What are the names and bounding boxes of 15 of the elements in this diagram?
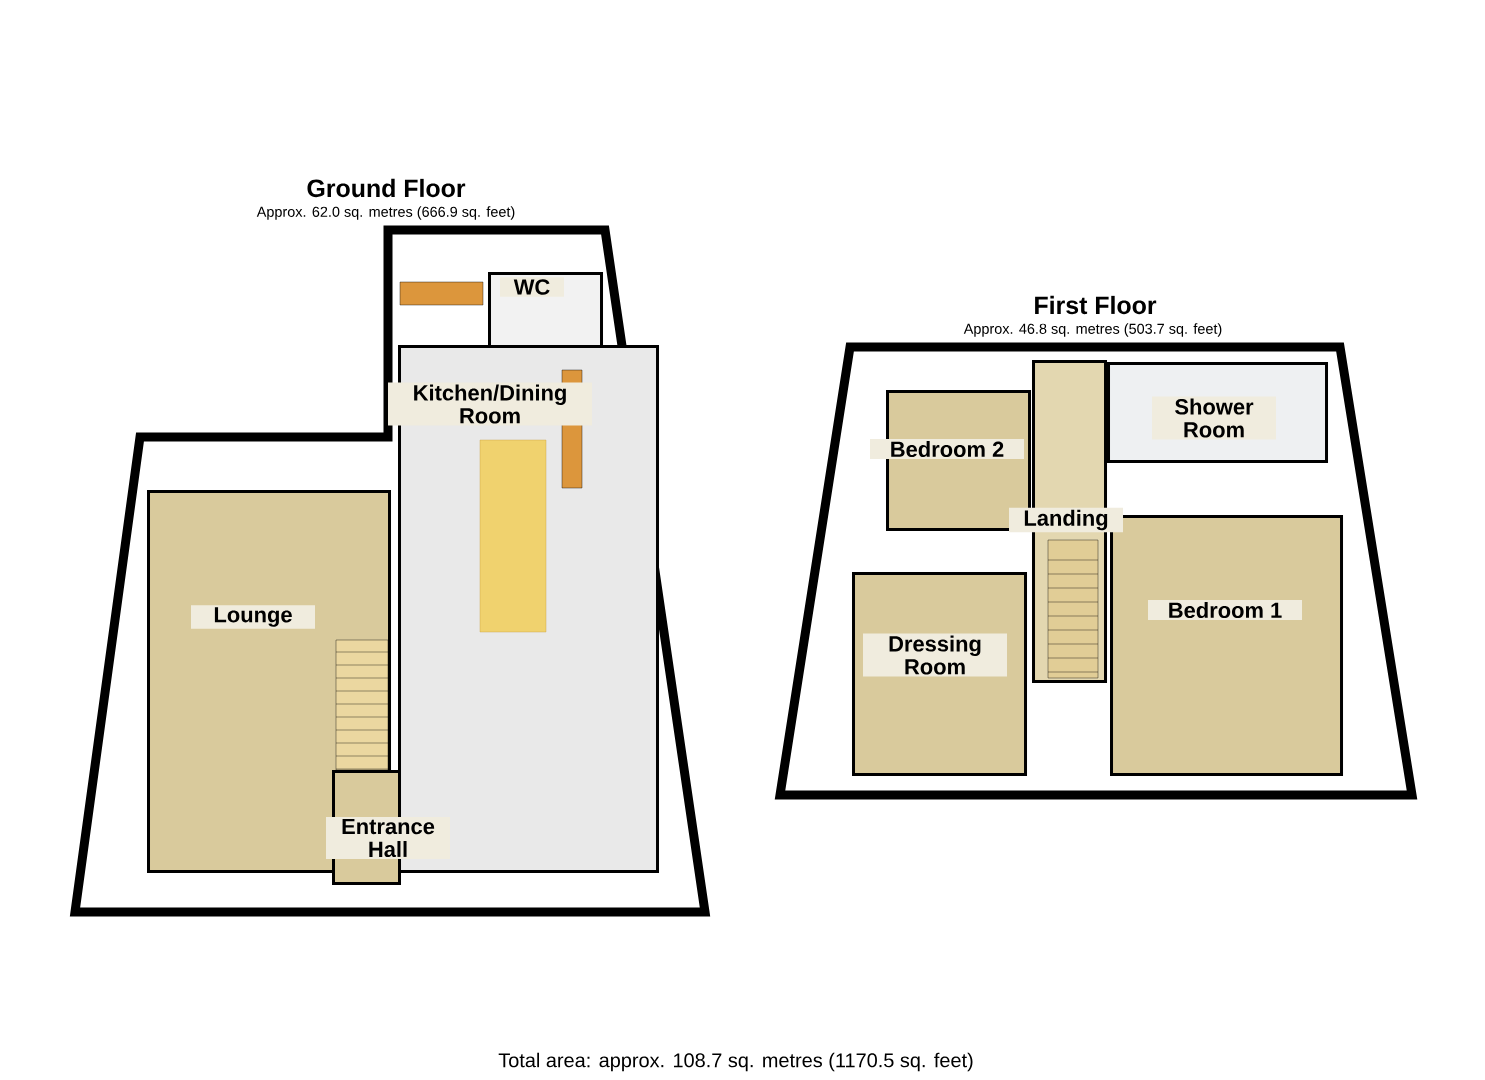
room-label: Kitchen/Dining Room [388,382,592,426]
room-label: WC [500,277,564,297]
floor-area: Approx. 62.0 sq. metres (666.9 sq. feet) [256,206,515,220]
caption: Total area: approx. 108.7 sq. metres (1170.5 sq. feet) [498,1052,973,1072]
room-label: Landing [1009,507,1123,533]
room-label: Shower Room [1152,396,1276,440]
room-floor [1110,515,1343,776]
room-label: Lounge [191,605,315,629]
floor-heading: First Floor [1035,295,1157,315]
floor-heading: Ground Floor [307,178,466,198]
room-label: Dressing Room [863,633,1007,677]
floor-area: Approx. 46.8 sq. metres (503.7 sq. feet) [963,323,1222,337]
room-label: Entrance Hall [326,816,450,860]
room-label: Bedroom 2 [870,438,1024,460]
room-label: Bedroom 1 [1148,599,1302,621]
